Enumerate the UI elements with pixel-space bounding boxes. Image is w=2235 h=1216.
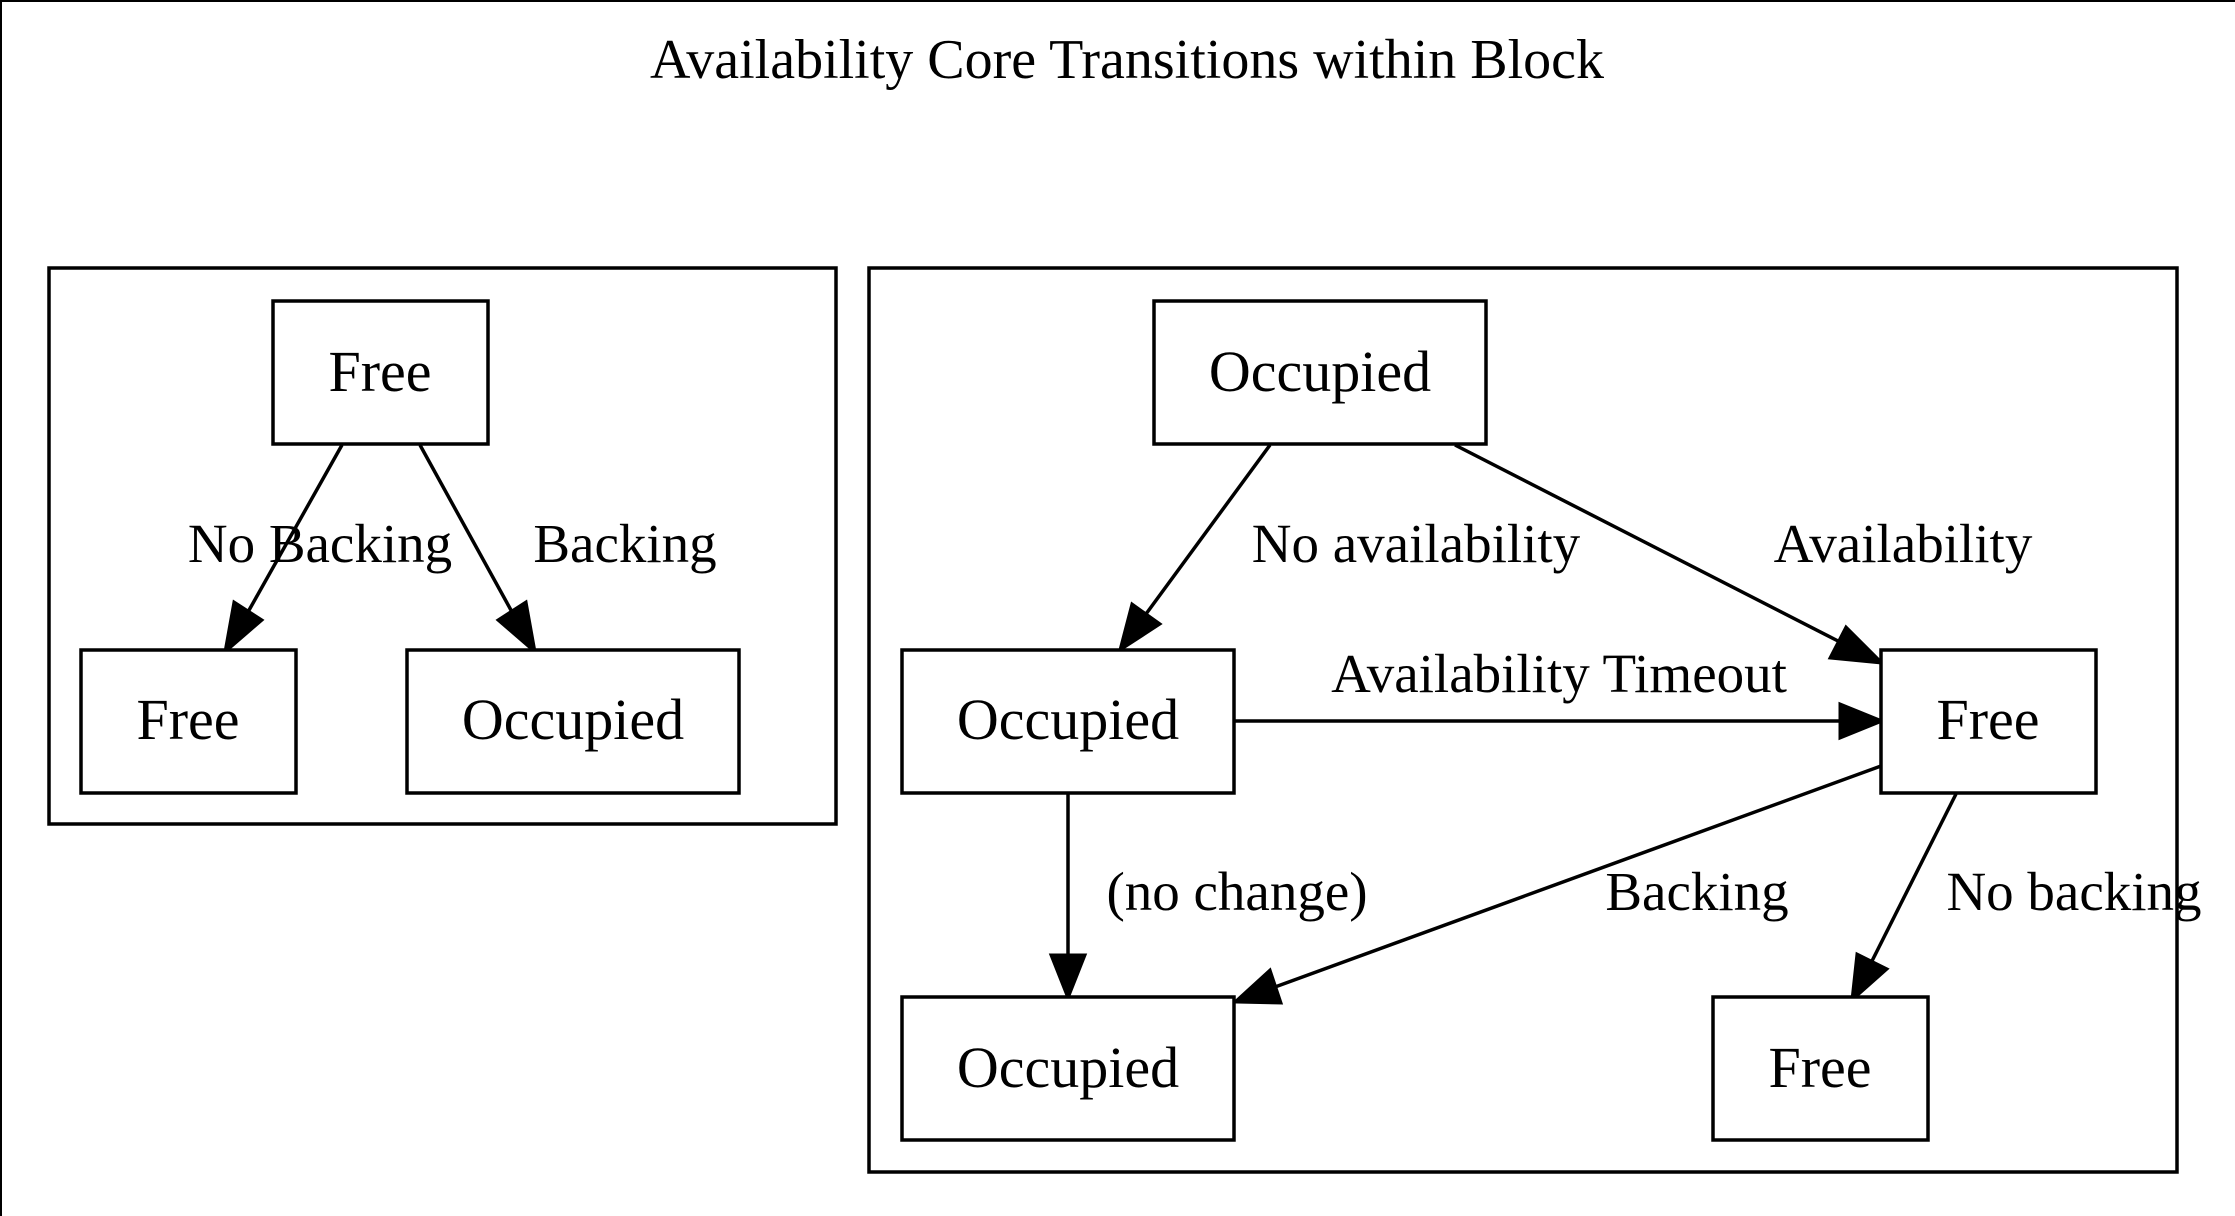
diagram-title: Availability Core Transitions within Blo… xyxy=(650,29,1604,91)
edge-label-no-availability: No availability xyxy=(1252,513,1581,574)
left-cluster-border xyxy=(47,266,838,826)
edge-label-no-change: (no change) xyxy=(1106,861,1367,922)
node-right-mid-occupied: Occupied xyxy=(900,648,1236,795)
edge-label-backing-right: Backing xyxy=(1605,861,1788,922)
edge-no-change xyxy=(1048,794,1088,1003)
svg-text:Free: Free xyxy=(136,687,239,752)
node-right-bottom-free: Free xyxy=(1711,995,1930,1142)
left-cluster: No Backing Backing Free Free Occupied xyxy=(47,266,838,826)
edge-no-backing xyxy=(222,444,344,656)
edge-label-backing: Backing xyxy=(533,513,716,574)
node-left-bottom-free: Free xyxy=(79,648,298,795)
svg-text:Occupied: Occupied xyxy=(957,687,1179,752)
node-left-bottom-occupied: Occupied xyxy=(405,648,741,795)
svg-text:Occupied: Occupied xyxy=(462,687,684,752)
svg-text:Occupied: Occupied xyxy=(1209,339,1431,404)
node-left-top-free: Free xyxy=(271,299,490,446)
node-right-top-occupied: Occupied xyxy=(1152,299,1488,446)
edge-label-availability: Availability xyxy=(1774,513,2033,574)
edge-label-no-backing: No Backing xyxy=(188,513,452,574)
svg-text:Free: Free xyxy=(1936,687,2039,752)
svg-text:Occupied: Occupied xyxy=(957,1035,1179,1100)
right-cluster-border xyxy=(867,266,2179,1174)
edge-no-backing-right xyxy=(1850,793,1958,1004)
edge-availability-timeout xyxy=(1235,701,1886,741)
edge-label-no-backing-right: No backing xyxy=(1946,861,2201,922)
edge-no-availability xyxy=(1117,443,1272,654)
edge-label-availability-timeout: Availability Timeout xyxy=(1331,643,1787,704)
right-cluster: No availability Availability Availabilit… xyxy=(867,266,2202,1174)
svg-text:Free: Free xyxy=(328,339,431,404)
svg-text:Free: Free xyxy=(1768,1035,1871,1100)
node-right-mid-free: Free xyxy=(1879,648,2098,795)
node-right-bottom-occupied: Occupied xyxy=(900,995,1236,1142)
edge-availability xyxy=(1454,443,1887,665)
edge-backing xyxy=(418,444,538,656)
edge-backing-right xyxy=(1231,764,1882,1005)
